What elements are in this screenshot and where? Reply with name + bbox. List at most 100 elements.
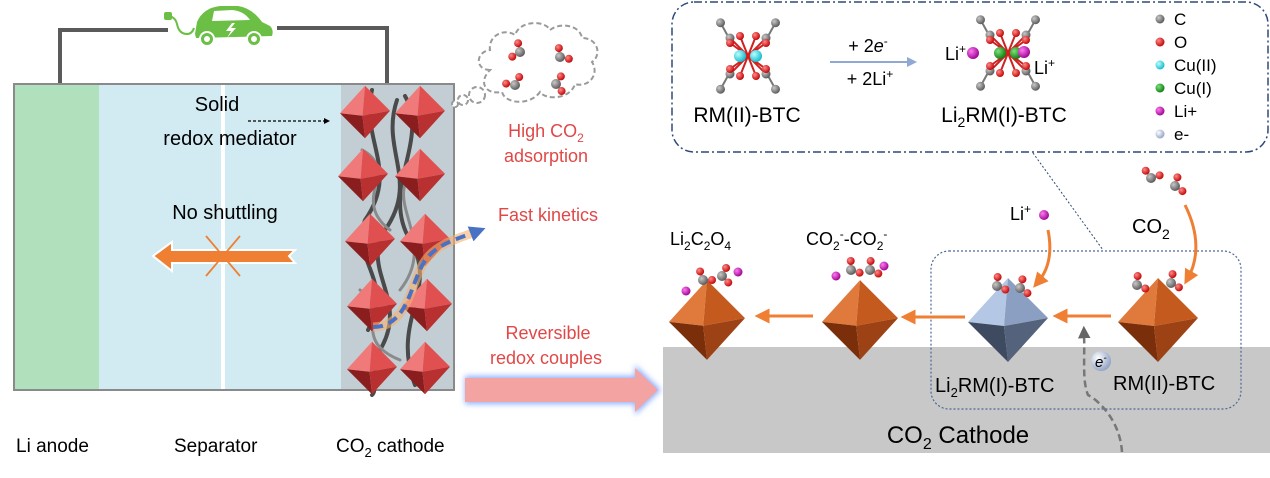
adsorbed-co2 <box>846 257 864 277</box>
oxygen-atom <box>515 73 524 82</box>
legend-label-4: Li+ <box>1174 102 1197 121</box>
oxygen-atom <box>1022 36 1030 44</box>
plus-lithium-label: + 2Li+ <box>847 67 894 89</box>
adsorbed-co2 <box>865 257 883 278</box>
adsorbed-co2 <box>1132 272 1150 293</box>
reversible-label: Reversible <box>505 323 590 343</box>
redox-mediator-particle <box>345 213 395 267</box>
carbon-atom <box>1146 173 1156 183</box>
oxygen-atom <box>874 269 883 278</box>
redox-mediator-particle <box>347 278 397 332</box>
co2-molecules-cloud <box>502 39 573 96</box>
thought-cloud <box>451 22 599 108</box>
li2c2o4-label: Li2C2O4 <box>670 229 731 253</box>
no-shuttling-label: No shuttling <box>172 202 278 224</box>
oxygen-atom <box>752 32 760 40</box>
carbon-atom <box>1170 181 1180 191</box>
oxygen-atom <box>736 72 744 80</box>
carbon-atom <box>976 81 985 91</box>
co2-dimer-label: CO2--CO2- <box>806 227 887 253</box>
adsorbed-co2 <box>992 273 1010 294</box>
carbon-atom <box>717 271 727 281</box>
adsorbed-co2 <box>681 166 1187 298</box>
oxygen-atom <box>1001 285 1010 294</box>
adsorbed-co2 <box>1166 270 1183 292</box>
oxygen-atom <box>1174 283 1183 292</box>
bond <box>987 32 1029 74</box>
carbon-atom <box>976 15 985 25</box>
oxygen-atom <box>1178 187 1187 196</box>
co2-molecule <box>508 39 525 61</box>
lithium-atom <box>733 267 743 277</box>
co2-cathode-label: CO2 cathode <box>336 436 445 460</box>
li2c2o4-octahedron <box>669 280 745 360</box>
oxygen-atom <box>1173 173 1182 182</box>
li2rm1-btc-octahedron <box>968 278 1048 362</box>
oxygen-atom <box>1012 29 1020 37</box>
rm2-btc-bottom-label: RM(II)-BTC <box>1113 373 1215 395</box>
bond <box>727 35 769 77</box>
li2rm1-btc-bottom-label: Li2RM(I)-BTC <box>935 375 1054 400</box>
rm2-btc-structure <box>716 18 780 94</box>
electron-label: e- <box>1095 353 1107 371</box>
li2rm1-btc-label: Li2RM(I)-BTC <box>941 104 1067 130</box>
oxygen-atom <box>996 29 1004 37</box>
oxygen-atom <box>1155 171 1164 180</box>
oxygen-atom <box>996 69 1004 77</box>
oxygen-atom <box>846 257 855 266</box>
li-anode-layer <box>15 85 99 389</box>
separator-label: Separator <box>174 436 258 457</box>
oxygen-atom <box>1018 275 1027 284</box>
adsorbed-co2 <box>717 263 733 287</box>
electron-icon <box>1091 351 1111 371</box>
li-plus-label: Li+ <box>1010 202 1031 224</box>
oxygen-atom <box>722 263 731 272</box>
legend-label-0: C <box>1174 10 1186 29</box>
oxygen-atom <box>696 267 705 276</box>
reversible-arrow <box>465 365 661 415</box>
oxygen-atom <box>514 39 523 48</box>
carbon-atom <box>510 80 520 90</box>
copper-atom <box>734 50 746 62</box>
copper-atom <box>750 50 762 62</box>
adsorption-label: adsorption <box>504 146 588 166</box>
carbon-atom <box>515 47 525 57</box>
oxygen-atom <box>1133 272 1142 281</box>
external-circuit <box>58 26 389 83</box>
lithium-atom <box>681 286 691 296</box>
redox-mediator-particles <box>338 85 452 395</box>
carbon-atom <box>1132 280 1142 290</box>
redox-mediator-particle <box>340 85 390 139</box>
oxygen-atom <box>726 65 734 73</box>
solid-mediator-label-2: redox mediator <box>163 128 297 150</box>
oxygen-atom <box>502 79 511 88</box>
oxygen-atom <box>736 32 744 40</box>
copper-atom <box>994 47 1006 59</box>
redox-mediator-particle <box>395 85 445 139</box>
co2-label: CO2 <box>1132 216 1170 242</box>
fast-kinetics-label: Fast kinetics <box>498 205 598 225</box>
legend-swatch-3 <box>1155 83 1165 93</box>
redox-mediator-particle <box>395 148 445 202</box>
redox-mediator-particle <box>347 341 397 395</box>
adsorbed-co2 <box>696 267 716 285</box>
free-co2 <box>1141 166 1164 183</box>
co2-molecule <box>502 73 524 90</box>
li-anode-label: Li anode <box>16 436 89 457</box>
oxygen-atom <box>762 39 770 47</box>
electron-pathway-dashed <box>372 226 486 329</box>
oxygen-atom <box>554 44 563 53</box>
solid-mediator-label-1: Solid <box>195 94 239 116</box>
plus-electrons-label: + 2e- <box>848 34 888 56</box>
oxygen-atom <box>855 268 864 277</box>
oxygen-atom <box>556 72 565 81</box>
oxygen-atom <box>1012 69 1020 77</box>
oxygen-atom <box>1141 166 1150 175</box>
redox-mediator-particle <box>402 278 452 332</box>
cathode-slab <box>663 347 1270 453</box>
rm2-btc-octahedron <box>1118 278 1198 362</box>
legend-swatch-1 <box>1155 37 1165 47</box>
free-co2 <box>1170 173 1187 196</box>
